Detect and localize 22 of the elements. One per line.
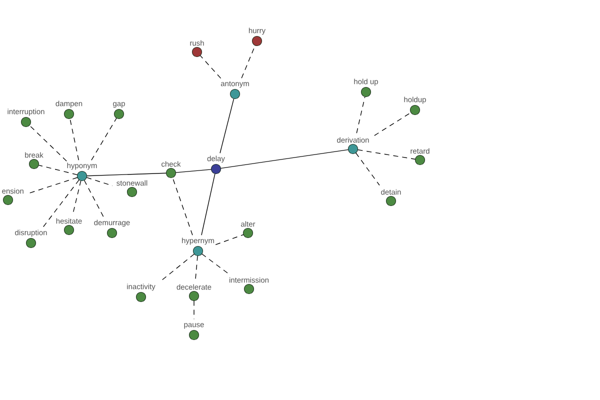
- connector-line: [357, 149, 416, 160]
- connector-line: [42, 179, 80, 228]
- connector-line: [29, 124, 67, 162]
- connector-line: [374, 112, 412, 136]
- connector-line: [160, 254, 195, 282]
- connector-line: [70, 118, 80, 160]
- connector-line: [195, 255, 198, 280]
- connector-line: [201, 173, 216, 236]
- connector-line: [86, 172, 167, 176]
- connector-line: [355, 152, 380, 186]
- connector-line: [202, 254, 228, 274]
- connector-line: [220, 149, 349, 169]
- connector-line: [72, 180, 82, 214]
- connector-line: [356, 96, 366, 134]
- connector-line: [220, 98, 234, 154]
- connector-line: [215, 234, 244, 246]
- connector-line: [200, 55, 222, 79]
- connector-line: [175, 169, 212, 173]
- connector-line: [38, 164, 78, 176]
- connector-line: [91, 118, 117, 161]
- connector-line: [84, 180, 104, 218]
- connector-line: [172, 177, 193, 236]
